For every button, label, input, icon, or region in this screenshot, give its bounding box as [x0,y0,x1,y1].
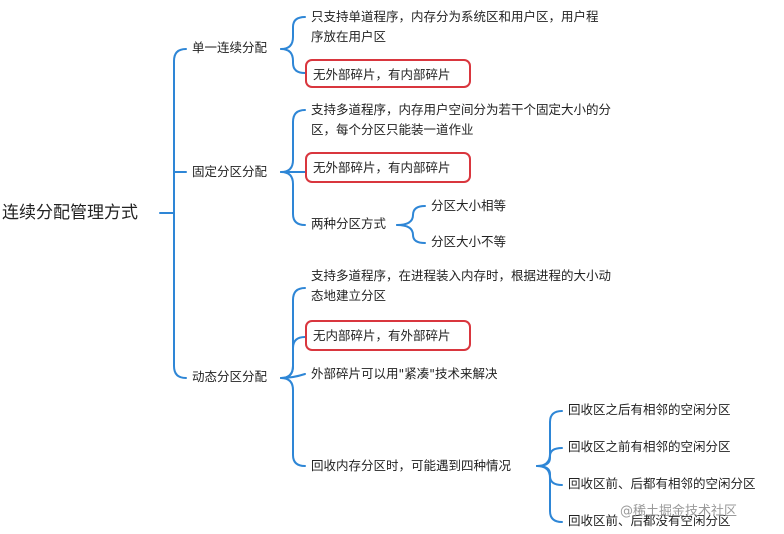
fixed-fragment-text: 无外部碎片，有内部碎片 [313,160,451,175]
recycle-case-both[interactable]: 回收区前、后都有相邻的空闲分区 [568,476,756,491]
dynamic-compaction-note[interactable]: 外部碎片可以用"紧凑"技术来解决 [311,366,498,381]
branch-single-label[interactable]: 单一连续分配 [192,40,268,55]
root-topic[interactable]: 连续分配管理方式 [2,203,138,223]
single-fragment-text: 无外部碎片，有内部碎片 [313,67,451,82]
fixed-method-equal[interactable]: 分区大小相等 [431,198,507,213]
dynamic-recycle-label[interactable]: 回收内存分区时，可能遇到四种情况 [311,458,512,473]
dynamic-description[interactable]: 支持多道程序，在进程装入内存时，根据进程的大小动态地建立分区 [311,268,612,303]
fixed-method-unequal[interactable]: 分区大小不等 [431,234,507,249]
fixed-fragment-box[interactable]: 无外部碎片，有内部碎片 [305,152,471,183]
branch-fixed-label[interactable]: 固定分区分配 [192,164,268,179]
recycle-case-after[interactable]: 回收区之后有相邻的空闲分区 [568,402,731,417]
watermark: @稀土掘金技术社区 [620,504,738,519]
dynamic-fragment-text: 无内部碎片，有外部碎片 [313,328,451,343]
recycle-case-none[interactable]: 回收区前、后都没有空闲分区 [568,513,731,528]
single-fragment-box[interactable]: 无外部碎片，有内部碎片 [305,59,471,88]
single-description[interactable]: 只支持单道程序，内存分为系统区和用户区，用户程序放在用户区 [311,9,599,44]
fixed-description[interactable]: 支持多道程序，内存用户空间分为若干个固定大小的分区，每个分区只能装一道作业 [311,102,612,137]
recycle-case-before[interactable]: 回收区之前有相邻的空闲分区 [568,439,731,454]
fixed-methods-label[interactable]: 两种分区方式 [311,216,387,231]
dynamic-fragment-box[interactable]: 无内部碎片，有外部碎片 [305,320,471,351]
branch-dynamic-label[interactable]: 动态分区分配 [192,369,268,384]
